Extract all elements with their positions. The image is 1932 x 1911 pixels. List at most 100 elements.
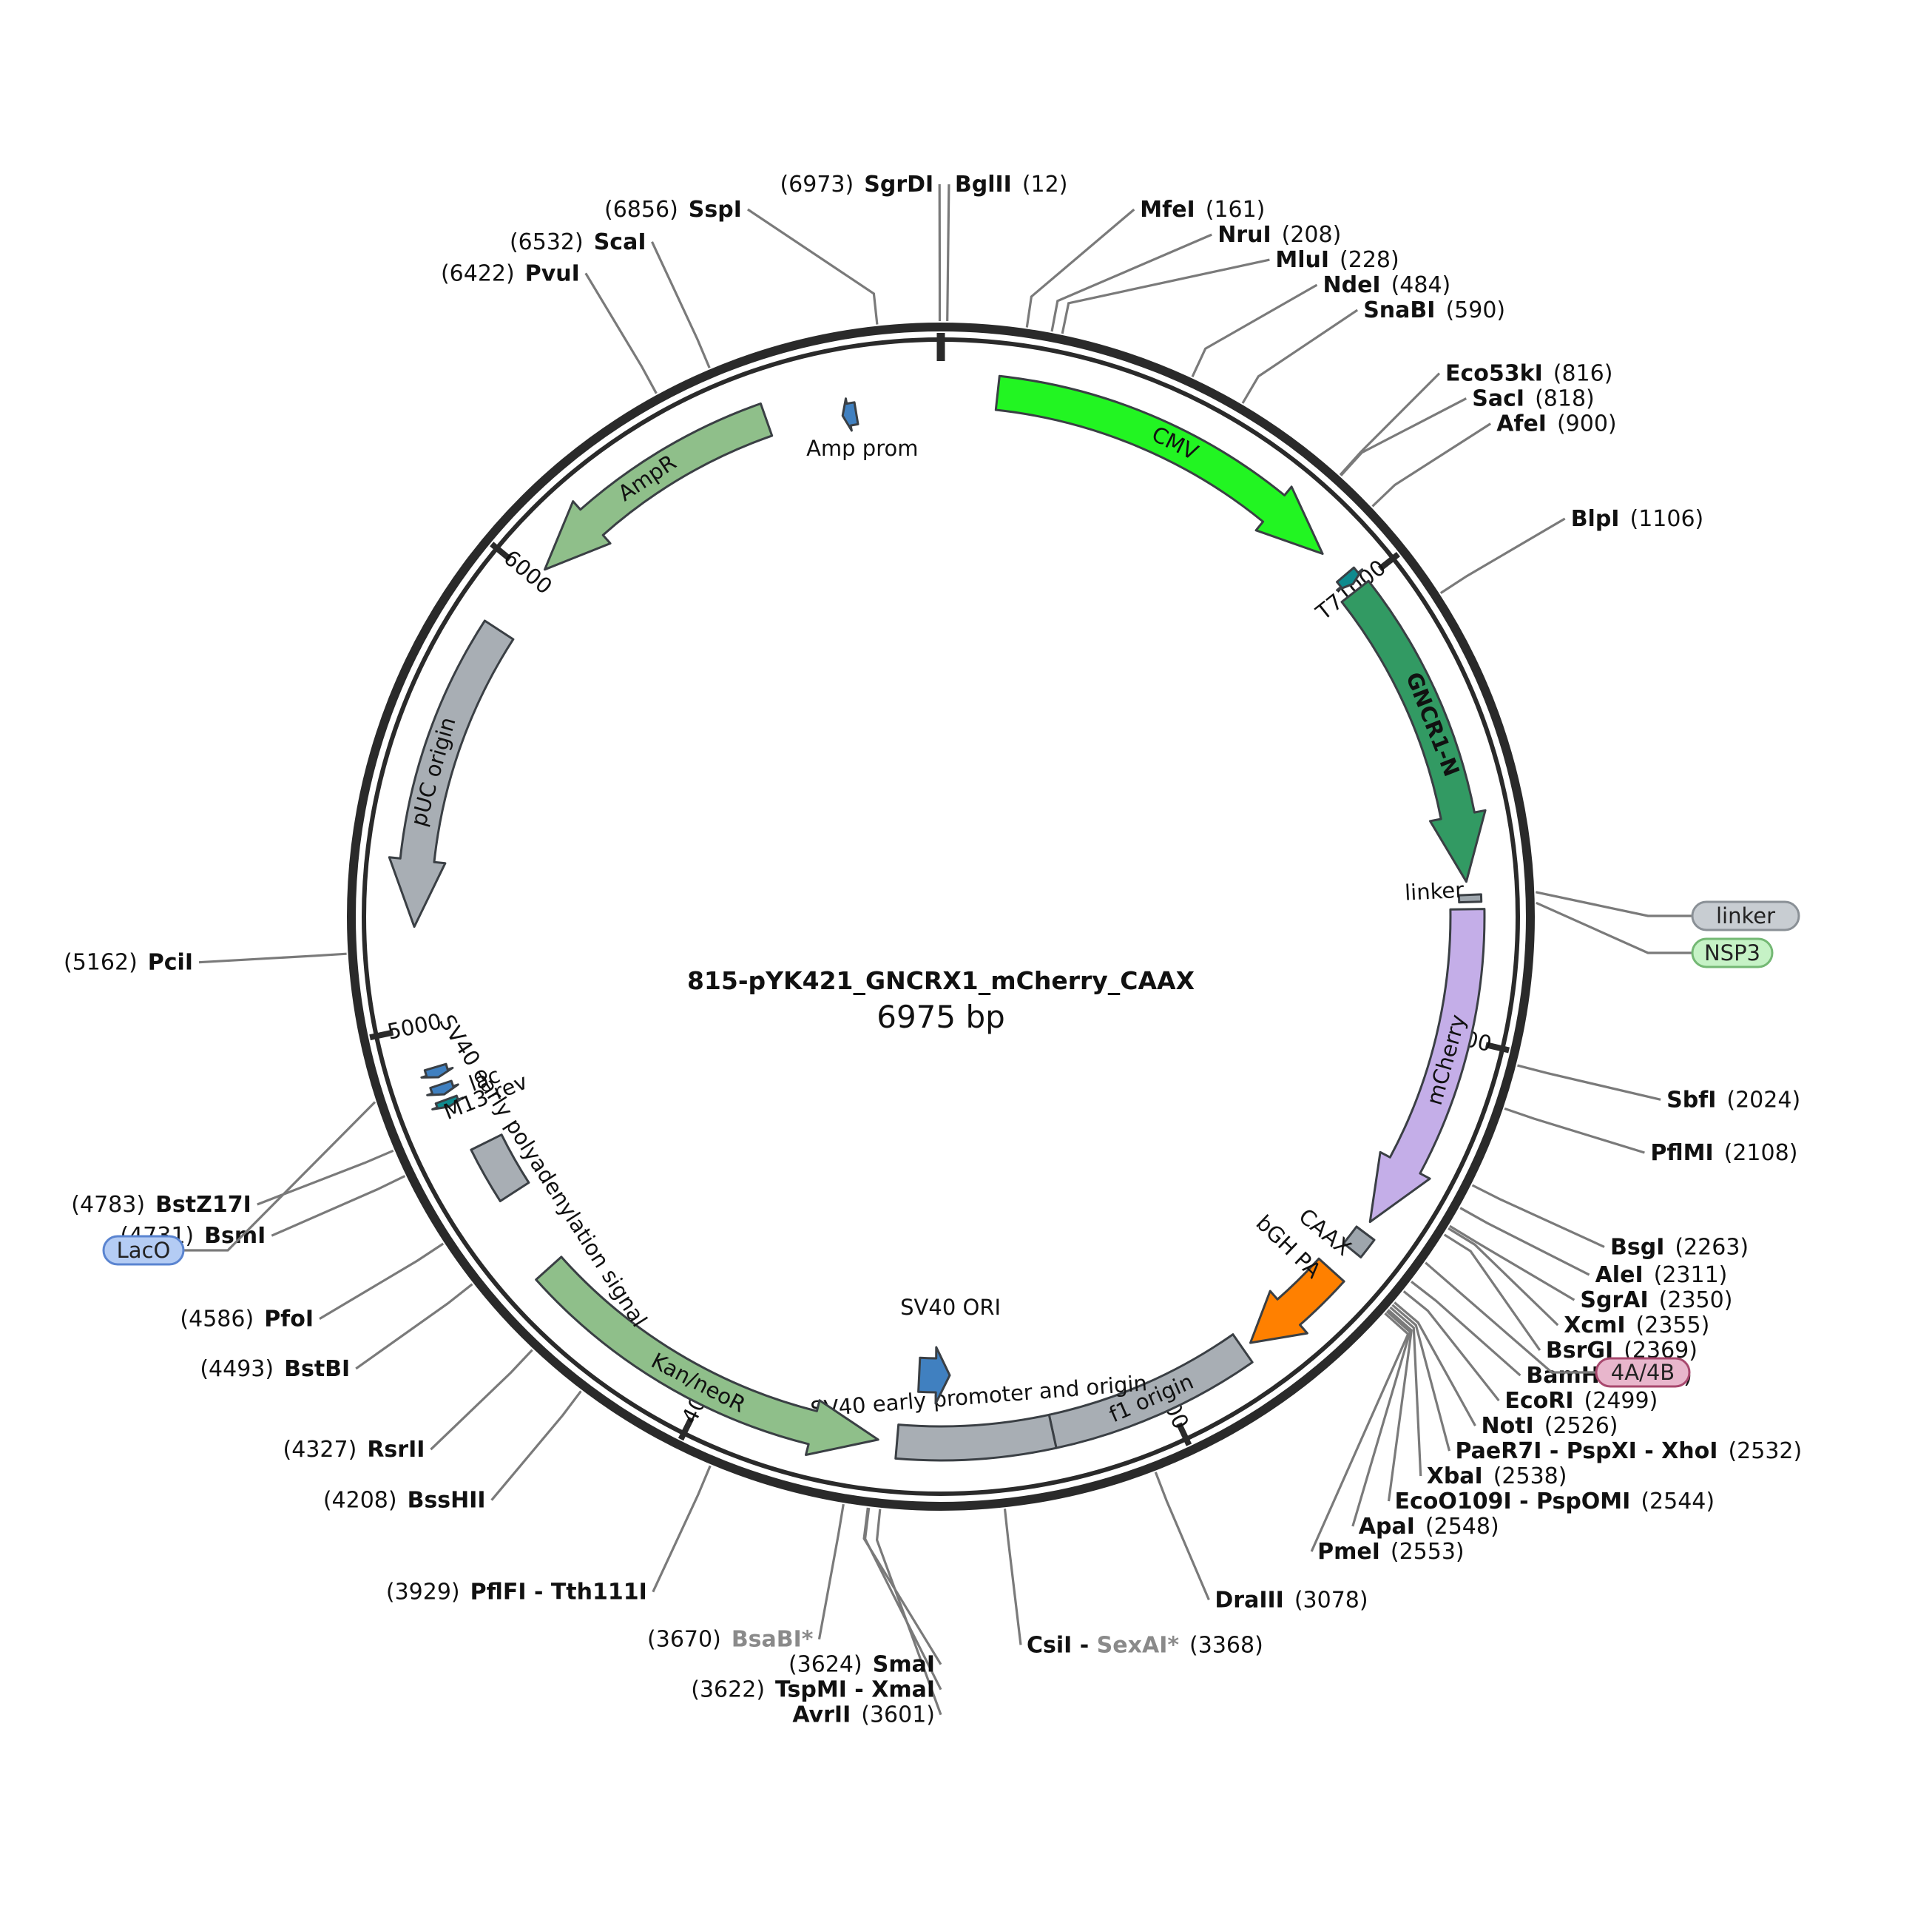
- pill-laco[interactable]: LacO: [102, 1101, 376, 1266]
- site-gray: BsaBI*: [732, 1627, 814, 1653]
- site-pflmi[interactable]: PflMI(2108): [1650, 1140, 1797, 1166]
- site-pre: (4586): [180, 1307, 254, 1332]
- site-blpi[interactable]: BlpI(1106): [1571, 506, 1704, 532]
- site-saci[interactable]: SacI (818): [1472, 386, 1594, 412]
- site-sspi[interactable]: (6856)SspI: [604, 197, 742, 223]
- site-leader: [1411, 1281, 1521, 1377]
- site-bsabi[interactable]: (3670) BsaBI*: [647, 1627, 814, 1653]
- site-post: (3368): [1189, 1632, 1263, 1658]
- site-xbai[interactable]: XbaI(2538): [1427, 1463, 1567, 1489]
- site-name: SbfI: [1666, 1087, 1716, 1113]
- site-name: BsmI: [204, 1223, 266, 1249]
- site-leader: [1391, 1304, 1451, 1452]
- feature-shape: [1342, 1225, 1376, 1258]
- site-ecoo109i-pspomi[interactable]: EcoO109I - PspOMI(2544): [1395, 1489, 1715, 1514]
- site-post: (590): [1445, 297, 1505, 323]
- site-leader: [1389, 1306, 1422, 1477]
- site-draiii[interactable]: DraIII(3078): [1215, 1587, 1368, 1613]
- site-ecori[interactable]: EcoRI(2499): [1504, 1388, 1658, 1414]
- site-sgrdi[interactable]: (6973)SgrDI: [780, 172, 933, 198]
- site-pre: (6856): [604, 197, 678, 223]
- site-name: AleI: [1595, 1262, 1644, 1288]
- site-pfoi[interactable]: (4586)PfoI: [180, 1307, 314, 1332]
- feature-gncr1-n[interactable]: GNCR1-N: [1340, 579, 1487, 883]
- site-smai[interactable]: (3624) SmaI: [788, 1652, 935, 1678]
- site-paer7i-pspxi-xhoi[interactable]: PaeR7I - PspXI - XhoI(2532): [1456, 1438, 1803, 1464]
- site-xcmi[interactable]: XcmI(2355): [1564, 1312, 1709, 1338]
- site-snabi[interactable]: SnaBI(590): [1363, 297, 1505, 323]
- site-bstz17i[interactable]: (4783)BstZ17I: [71, 1192, 251, 1218]
- site-post: (2499): [1584, 1388, 1658, 1414]
- site-sbfi[interactable]: SbfI(2024): [1666, 1087, 1800, 1113]
- site-name: BsrGI: [1546, 1338, 1613, 1364]
- site-pre: (3622): [691, 1677, 765, 1703]
- pill-4a-4b[interactable]: 4A/4B: [1425, 1261, 1691, 1388]
- site-eco53ki[interactable]: Eco53kI(816): [1445, 361, 1612, 387]
- site-pre: (3670): [647, 1627, 721, 1653]
- site-tspmi-xmai[interactable]: (3622)TspMI - XmaI: [691, 1677, 935, 1703]
- site-pmei[interactable]: PmeI(2553): [1317, 1539, 1465, 1565]
- site-name: BssHII: [408, 1488, 486, 1514]
- site-leader: [1310, 1312, 1410, 1552]
- feature-shape: [420, 1062, 454, 1079]
- site-scai[interactable]: (6532)ScaI: [510, 229, 646, 255]
- pill-nsp3[interactable]: NSP3: [1536, 901, 1774, 968]
- site-name: MfeI: [1140, 197, 1195, 223]
- pill-linker[interactable]: linker: [1535, 891, 1800, 931]
- feature-shape: [994, 374, 1324, 555]
- site-post: (228): [1340, 247, 1399, 273]
- feature-amp-prom[interactable]: Amp prom: [806, 397, 919, 461]
- site-csii[interactable]: CsiI - SexAI*(3368): [1027, 1632, 1263, 1658]
- feature-ampr[interactable]: AmpR: [544, 402, 774, 571]
- site-bstbi[interactable]: (4493)BstBI: [200, 1356, 350, 1382]
- feature-sv40-ori[interactable]: SV40 ORI: [900, 1295, 1001, 1405]
- site-rsrii[interactable]: (4327)RsrII: [283, 1437, 425, 1463]
- feature-cap[interactable]: [420, 1062, 454, 1079]
- site-pre: (3624): [788, 1652, 862, 1678]
- site-afei[interactable]: AfeI(900): [1496, 411, 1616, 437]
- site-name: BsgI: [1610, 1234, 1664, 1260]
- site-alei[interactable]: AleI(2311): [1595, 1262, 1728, 1288]
- feature-cmv[interactable]: CMV: [994, 374, 1324, 555]
- site-leader: [1439, 517, 1566, 594]
- site-ndei[interactable]: NdeI(484): [1323, 272, 1451, 298]
- site-post: (818): [1535, 386, 1595, 412]
- site-leader: [1459, 1207, 1590, 1276]
- tick-label: 5000: [385, 1008, 444, 1044]
- site-mlui[interactable]: MluI(228): [1275, 247, 1399, 273]
- site-bsgi[interactable]: BsgI(2263): [1610, 1234, 1749, 1260]
- site-name: DraIII: [1215, 1587, 1283, 1613]
- site-leader: [1504, 1107, 1645, 1154]
- site-name: ScaI: [594, 229, 646, 255]
- site-pcii[interactable]: (5162)PciI: [64, 950, 193, 976]
- site-mfei[interactable]: MfeI(161): [1140, 197, 1265, 223]
- site-sgrai[interactable]: SgrAI(2350): [1580, 1287, 1732, 1313]
- site-avrii[interactable]: AvrII(3601): [792, 1702, 935, 1728]
- site-pvui[interactable]: (6422)PvuI: [441, 260, 580, 286]
- site-name: SmaI: [873, 1652, 935, 1678]
- site-apai[interactable]: ApaI(2548): [1359, 1514, 1499, 1540]
- site-leader: [1402, 1290, 1500, 1402]
- feature-label: Amp prom: [806, 436, 918, 461]
- feature-linker[interactable]: linker: [1404, 877, 1483, 906]
- site-pflfi-tth111i[interactable]: (3929)PflFI - Tth111I: [386, 1580, 647, 1605]
- site-name: BlpI: [1571, 506, 1620, 532]
- site-pre: (3929): [386, 1580, 460, 1605]
- site-bglii[interactable]: BglII(12): [955, 172, 1068, 198]
- feature-shape: [841, 397, 859, 432]
- tick-mark: [1176, 1422, 1192, 1446]
- pill-label: NSP3: [1704, 940, 1760, 965]
- feature-kan-neor[interactable]: Kan/neoR: [535, 1256, 879, 1456]
- site-pre: (6422): [441, 260, 515, 286]
- site-noti[interactable]: NotI(2526): [1482, 1413, 1618, 1439]
- site-name: SacI: [1472, 386, 1524, 412]
- site-post: (484): [1391, 272, 1451, 298]
- tick-mark: [490, 542, 512, 562]
- site-leader: [198, 952, 347, 964]
- feature-shape: [535, 1256, 879, 1456]
- feature-shape: [1457, 893, 1483, 904]
- site-nrui[interactable]: NruI(208): [1217, 222, 1341, 248]
- site-bsshii[interactable]: (4208)BssHII: [323, 1488, 486, 1514]
- pill-background: [1595, 1357, 1691, 1388]
- site-leader: [1371, 422, 1492, 508]
